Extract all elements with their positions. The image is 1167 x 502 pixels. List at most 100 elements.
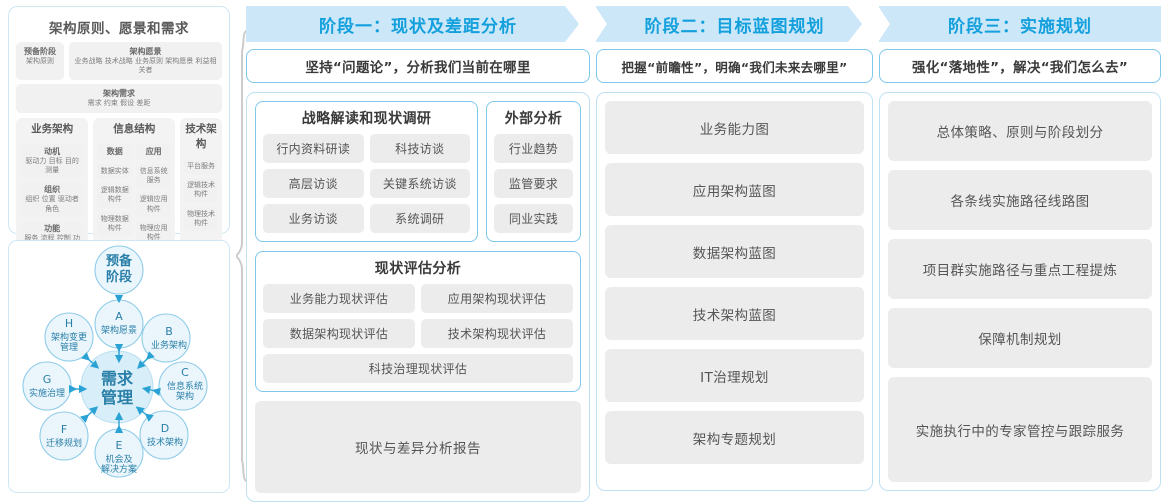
stage-2-items: 业务能力图 应用架构蓝图 数据架构蓝图 技术架构蓝图 IT治理规划 架构专题规划 <box>605 101 864 464</box>
adm-letter-b: B <box>165 325 173 338</box>
block-sub: 驱动力 目标 目的 测量 <box>25 157 79 175</box>
togaf-block: 逻辑技术构件 <box>184 178 218 203</box>
togaf-top-row: 预备阶段 架构原则 架构愿景 业务战略 技术战略 业务原则 架构愿景 利益相关者 <box>16 42 222 81</box>
chevron-right-icon <box>848 6 873 42</box>
togaf-block: 物理技术构件 <box>184 206 218 231</box>
chevron-right-icon <box>565 6 590 42</box>
togaf-requirements-block: 架构需求 需求 约束 假设 差距 <box>16 84 222 114</box>
adm-node-b <box>141 313 191 363</box>
list-item[interactable]: 业务访谈 <box>263 204 364 233</box>
adm-node-prep <box>94 245 144 295</box>
adm-letter-g: G <box>43 373 52 386</box>
togaf-prep-head: 预备阶段 <box>24 47 56 56</box>
list-item[interactable]: 技术架构现状评估 <box>421 319 573 348</box>
list-item[interactable]: 保障机制规划 <box>888 308 1152 368</box>
adm-center-label-1: 需求 <box>101 369 134 388</box>
list-item[interactable]: 系统调研 <box>369 204 470 233</box>
togaf-block: 数据 <box>97 144 133 161</box>
card-items: 行业趋势 监管要求 同业实践 <box>494 134 573 233</box>
list-item[interactable]: 科技访谈 <box>369 134 470 163</box>
card-title: 外部分析 <box>504 111 563 127</box>
list-item[interactable]: 同业实践 <box>494 204 573 233</box>
stage-3-banner-label: 阶段三：实施规划 <box>948 16 1092 37</box>
list-item[interactable]: 数据架构现状评估 <box>263 319 415 348</box>
adm-node-f <box>39 411 89 461</box>
togaf-panel-title: 架构原则、愿景和需求 <box>49 21 189 37</box>
block-sub: 平台服务 <box>187 162 216 171</box>
adm-letter-h: H <box>65 317 73 330</box>
card-strategy-research: 战略解读和现状调研 行内资料研读 科技访谈 高层访谈 关键系统访谈 业务访谈 系… <box>255 101 478 242</box>
list-item[interactable]: 业务能力现状评估 <box>263 284 415 313</box>
stage-1-report[interactable]: 现状与差异分析报告 <box>255 401 581 493</box>
block-head: 组织 <box>44 185 61 195</box>
stage-1-body: 战略解读和现状调研 行内资料研读 科技访谈 高层访谈 关键系统访谈 业务访谈 系… <box>246 92 590 502</box>
list-item[interactable]: 实施执行中的专家管控与跟踪服务 <box>888 377 1152 482</box>
list-item[interactable]: 应用架构现状评估 <box>421 284 573 313</box>
togaf-column-information-head: 信息结构 <box>113 123 156 136</box>
togaf-column-business-head: 业务架构 <box>31 123 74 136</box>
adm-letter-e: E <box>116 439 123 452</box>
adm-letter-f: F <box>61 423 67 436</box>
stage-2-banner: 阶段二：目标蓝图规划 <box>596 6 873 42</box>
adm-center-label-2: 管理 <box>101 388 133 407</box>
adm-label-b: 业务架构 <box>151 339 187 351</box>
list-item[interactable]: 各条线实施路径线路图 <box>888 170 1152 230</box>
togaf-block: 应用 <box>136 144 172 161</box>
list-item[interactable]: 项目群实施路径与重点工程提炼 <box>888 239 1152 299</box>
list-item[interactable]: 应用架构蓝图 <box>605 163 864 216</box>
stage-3-items: 总体策略、原则与阶段划分 各条线实施路径线路图 项目群实施路径与重点工程提炼 保… <box>888 101 1152 482</box>
adm-label-e-1: 机会及 <box>105 453 132 465</box>
stage-2: 阶段二：目标蓝图规划 把握“前瞻性”，明确“我们未来去哪里” 业务能力图 应用架… <box>596 6 873 493</box>
togaf-requirements-head: 架构需求 <box>103 89 135 99</box>
togaf-block: 逻辑数据构件 <box>97 183 133 208</box>
adm-cycle-panel: 预备 阶段 A 架构愿景 B 业务架构 C 信息系统 架构 D 技术架构 E 机… <box>8 240 230 493</box>
stage-2-subtitle: 把握“前瞻性”，明确“我们未来去哪里” <box>596 49 873 83</box>
togaf-information-split: 数据 数据实体 逻辑数据构件 物理数据构件 <box>97 144 172 245</box>
togaf-column-business: 业务架构 动机 驱动力 目标 目的 测量 组织 组织 位置 驱动者 角色 功能 <box>16 118 89 259</box>
togaf-vision-head: 架构愿景 <box>129 47 162 56</box>
list-item[interactable]: 总体策略、原则与阶段划分 <box>888 101 1152 161</box>
list-item[interactable]: 架构专题规划 <box>605 411 864 464</box>
stage-1-top-row: 战略解读和现状调研 行内资料研读 科技访谈 高层访谈 关键系统访谈 业务访谈 系… <box>255 101 581 242</box>
block-sub: 物理应用构件 <box>139 223 168 241</box>
block-head: 功能 <box>44 223 61 233</box>
stage-3-body: 总体策略、原则与阶段划分 各条线实施路径线路图 项目群实施路径与重点工程提炼 保… <box>879 92 1161 491</box>
list-item[interactable]: 关键系统访谈 <box>369 169 470 198</box>
togaf-framework-panel: 架构原则、愿景和需求 预备阶段 架构原则 架构愿景 业务战略 技术战略 业务原则… <box>8 6 230 301</box>
list-item[interactable]: 技术架构蓝图 <box>605 287 864 340</box>
adm-label-g: 实施治理 <box>29 387 65 399</box>
togaf-block: 信息系统服务 <box>136 164 172 189</box>
adm-label-c-1: 信息系统 <box>167 380 203 392</box>
adm-label-h-2: 管理 <box>60 341 78 353</box>
list-item[interactable]: 监管要求 <box>494 169 573 198</box>
block-sub: 物理技术构件 <box>187 209 216 227</box>
togaf-information-application: 应用 信息系统服务 逻辑应用构件 物理应用构件 <box>136 144 172 245</box>
stage-1-banner-label: 阶段一：现状及差距分析 <box>319 16 517 37</box>
chevron-left-notch-icon <box>879 7 890 41</box>
adm-cycle-diagram: 预备 阶段 A 架构愿景 B 业务架构 C 信息系统 架构 D 技术架构 E 机… <box>22 245 208 478</box>
stage-3-banner: 阶段三：实施规划 <box>879 6 1161 42</box>
adm-node-g <box>22 361 72 411</box>
adm-node-d <box>139 410 189 460</box>
togaf-block: 平台服务 <box>184 159 218 175</box>
list-item[interactable]: 行内资料研读 <box>263 134 364 163</box>
list-item[interactable]: 行业趋势 <box>494 134 573 163</box>
list-item[interactable]: IT治理规划 <box>605 349 864 402</box>
adm-letter-d: D <box>161 422 169 435</box>
list-item[interactable]: 科技治理现状评估 <box>263 354 573 383</box>
adm-letter-a: A <box>115 310 123 323</box>
chevron-left-notch-icon <box>596 7 607 41</box>
stage-1-banner: 阶段一：现状及差距分析 <box>246 6 590 42</box>
togaf-requirements-sub: 需求 约束 假设 差距 <box>87 99 151 108</box>
list-item[interactable]: 高层访谈 <box>263 169 364 198</box>
adm-letter-c: C <box>181 366 189 379</box>
adm-label-h-1: 架构变更 <box>51 331 87 343</box>
card-external-analysis: 外部分析 行业趋势 监管要求 同业实践 <box>486 101 581 242</box>
block-sub: 逻辑应用构件 <box>139 195 168 213</box>
togaf-prep-sub: 架构原则 <box>26 57 54 65</box>
list-item[interactable]: 业务能力图 <box>605 101 864 154</box>
togaf-block: 逻辑应用构件 <box>136 192 172 217</box>
list-item[interactable]: 数据架构蓝图 <box>605 225 864 278</box>
stage-3-subtitle: 强化“落地性”，解决“我们怎么去” <box>879 49 1161 83</box>
block-head: 应用 <box>145 147 162 157</box>
